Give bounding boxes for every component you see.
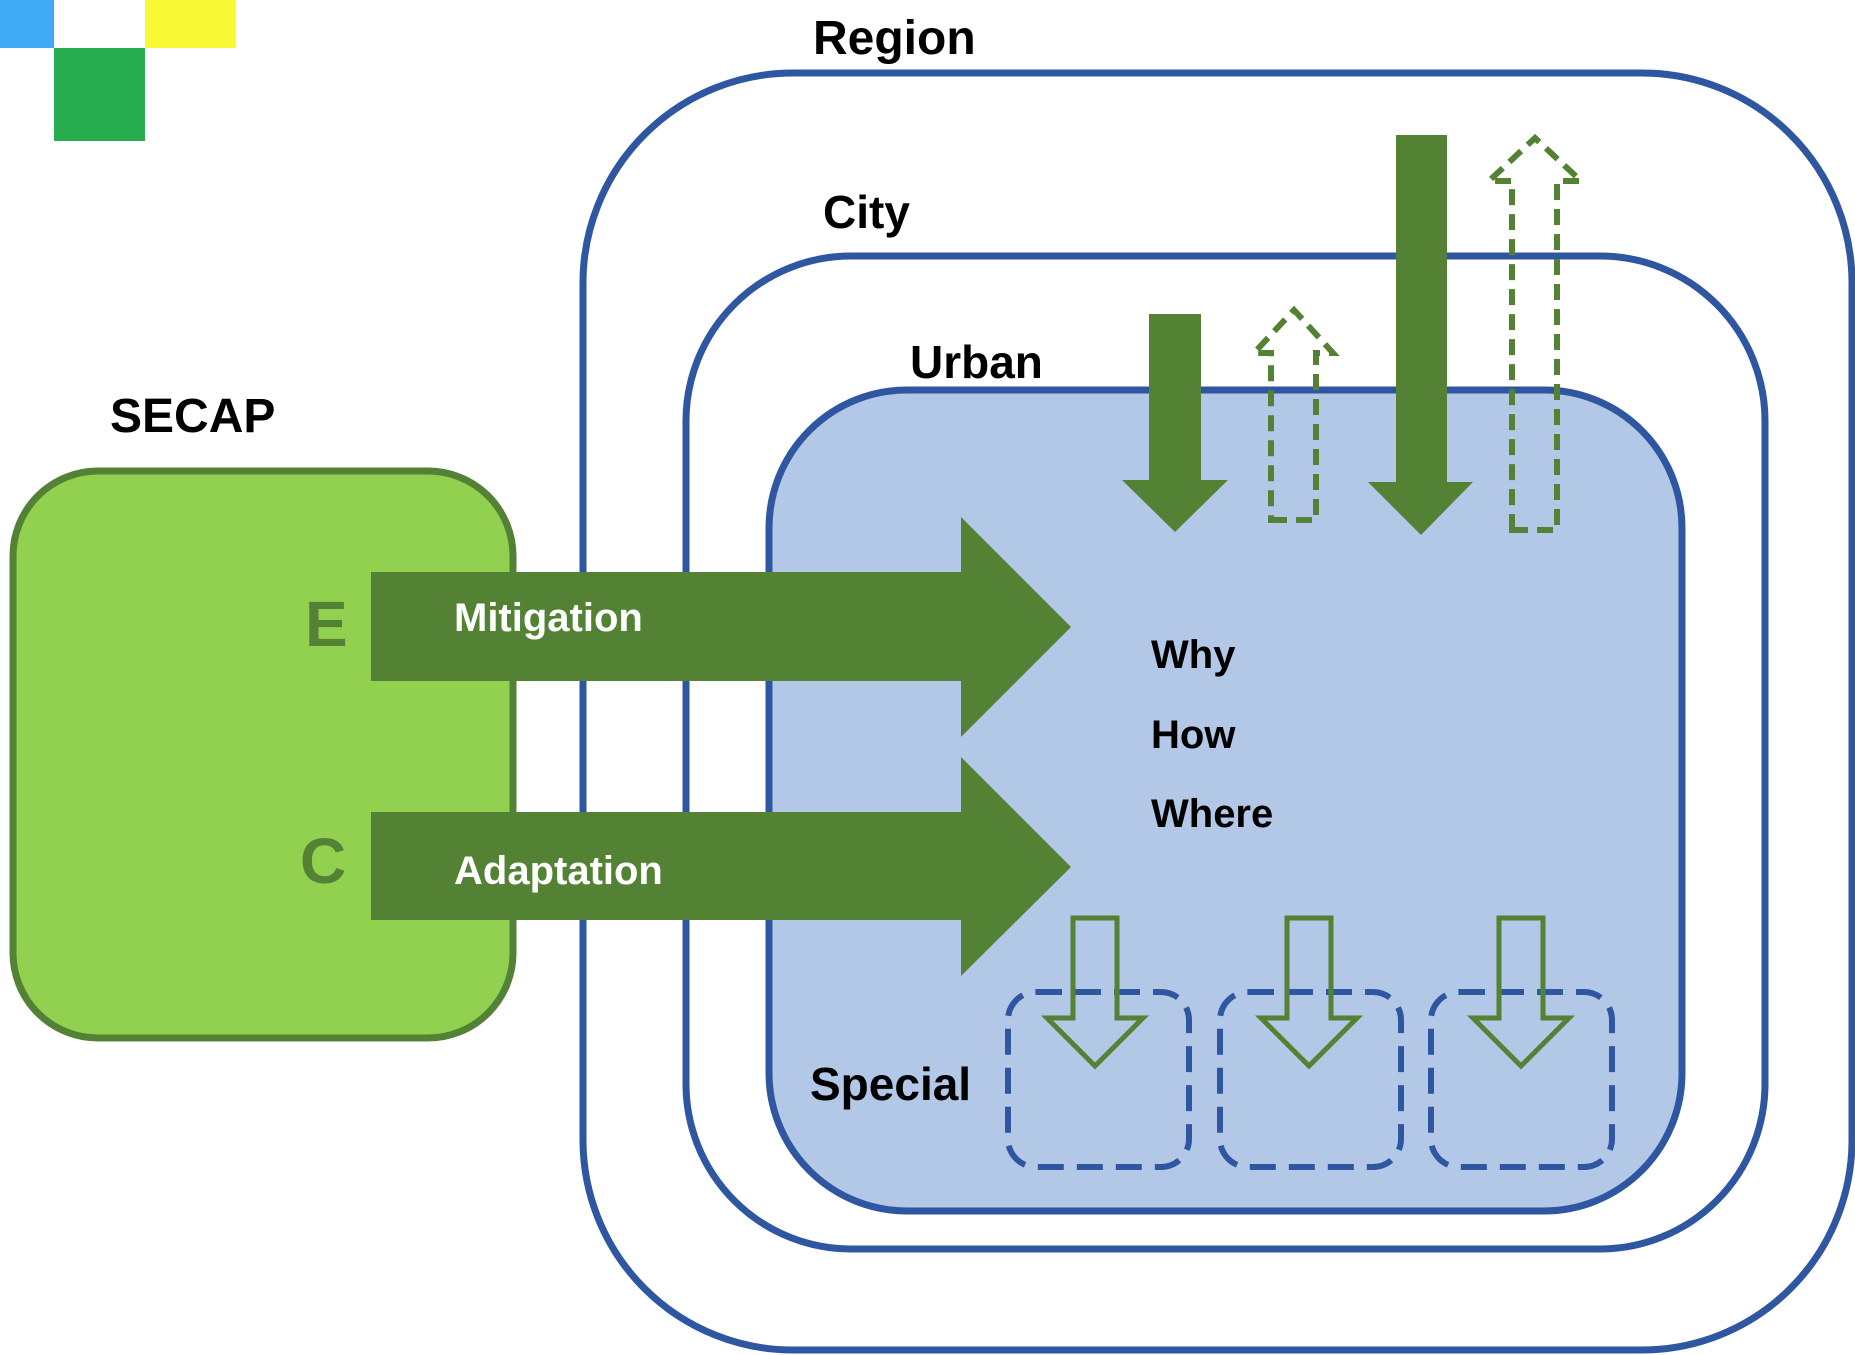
logo xyxy=(0,0,236,141)
logo-yellow-square xyxy=(145,0,236,48)
region-label: Region xyxy=(813,12,976,65)
secap-label: SECAP xyxy=(110,390,275,443)
urban-up-arrow xyxy=(1247,305,1340,523)
special-area-box-3 xyxy=(1428,989,1615,1170)
e-letter: E xyxy=(305,588,348,660)
special-down-arrow-2 xyxy=(1254,915,1364,1070)
how-label: How xyxy=(1151,713,1236,757)
urban-down-arrow xyxy=(1122,314,1228,532)
special-label: Special xyxy=(810,1058,971,1110)
adaptation-arrow xyxy=(371,757,1071,976)
city-down-arrow xyxy=(1368,135,1473,535)
logo-green-square xyxy=(54,48,145,141)
logo-blue-square xyxy=(0,0,54,48)
secap-box xyxy=(9,467,517,1042)
urban-label: Urban xyxy=(910,336,1043,388)
city-box xyxy=(682,252,1769,1253)
mitigation-arrow xyxy=(371,517,1071,737)
special-down-arrow-3 xyxy=(1466,915,1576,1070)
c-letter: C xyxy=(300,825,346,897)
adaptation-label: Adaptation xyxy=(454,849,663,893)
city-label: City xyxy=(823,186,910,238)
city-up-arrow xyxy=(1481,133,1589,533)
region-box xyxy=(579,69,1855,1354)
special-down-arrow-1 xyxy=(1040,915,1150,1070)
where-label: Where xyxy=(1151,792,1273,836)
special-area-box-2 xyxy=(1217,989,1404,1170)
why-label: Why xyxy=(1151,633,1236,677)
special-area-box-1 xyxy=(1005,989,1192,1170)
mitigation-label: Mitigation xyxy=(454,596,643,640)
